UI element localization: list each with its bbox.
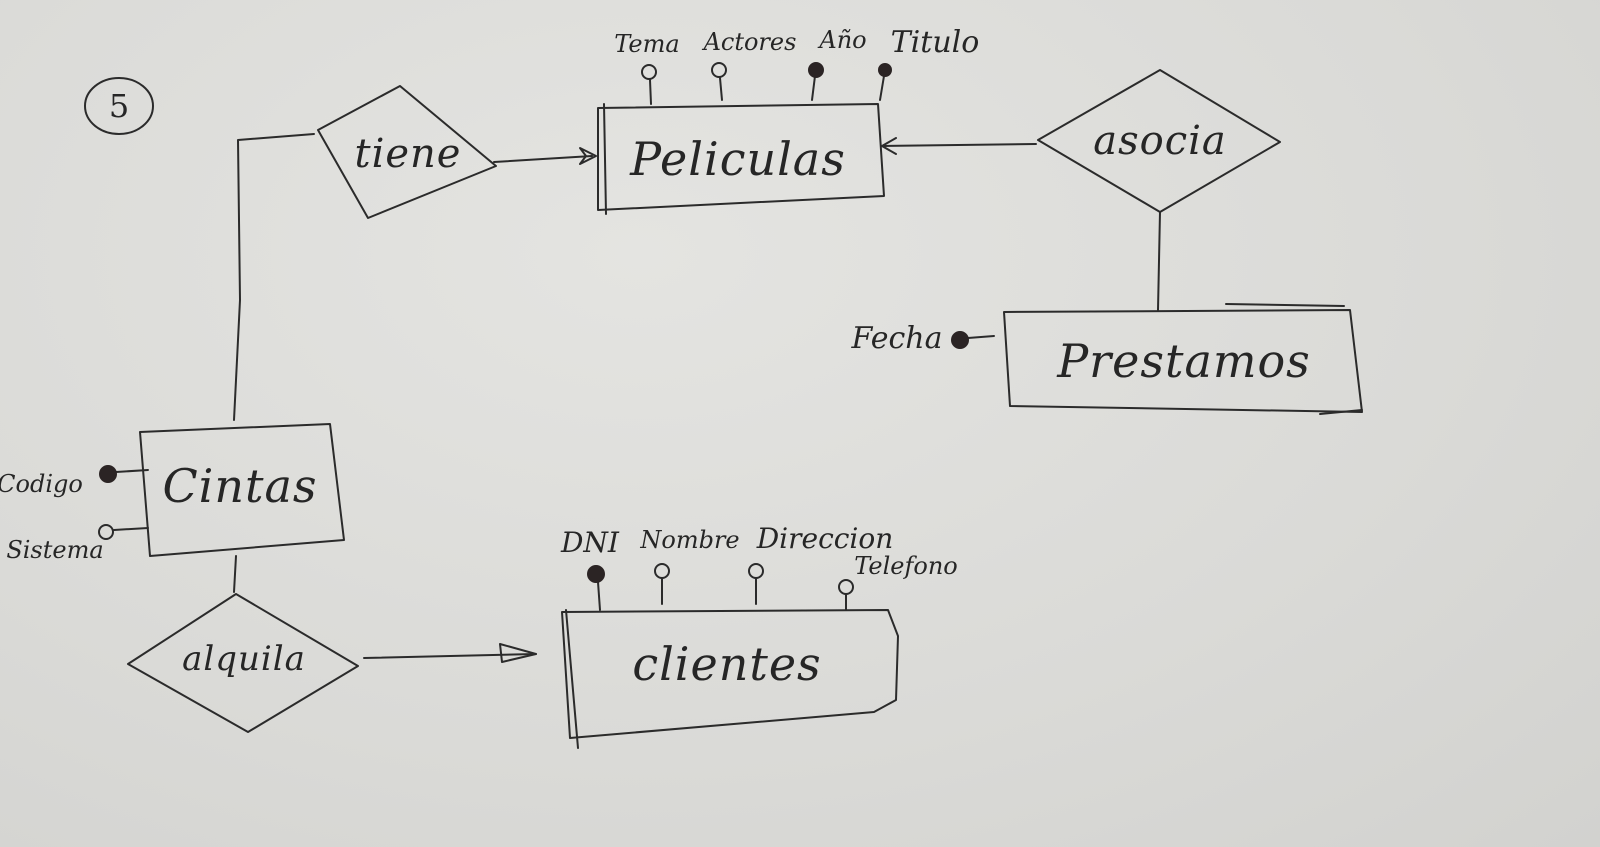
attribute-dni-label: DNI	[560, 526, 620, 559]
entity-peliculas[interactable]: Peliculas	[597, 103, 885, 215]
connector-tiene-peliculas	[493, 155, 593, 163]
connector-alquila-clientes	[363, 653, 537, 659]
attribute-anio-label: Año	[817, 26, 866, 54]
diagram-number: 5	[84, 77, 154, 135]
entity-cintas[interactable]: Cintas	[139, 423, 345, 557]
entity-clientes[interactable]: clientes	[561, 609, 899, 749]
attribute-telefono-label: Telefono	[854, 552, 957, 580]
attribute-actores-label: Actores	[702, 28, 797, 56]
entity-peliculas-label: Peliculas	[629, 132, 846, 186]
attribute-tema: Tema	[614, 30, 680, 105]
relationship-alquila[interactable]: alquila	[127, 593, 359, 733]
attribute-sistema-label: Sistema	[6, 536, 103, 564]
attribute-actores: Actores	[702, 28, 797, 101]
entity-clientes-label: clientes	[632, 637, 821, 691]
attribute-titulo-label: Titulo	[891, 25, 980, 60]
attribute-nombre-label: Nombre	[639, 526, 739, 554]
attribute-direccion-label: Direccion	[756, 522, 894, 555]
relationship-tiene-label: tiene	[355, 131, 462, 177]
attribute-fecha: Fecha	[851, 321, 995, 356]
attribute-sistema: Sistema	[6, 524, 149, 564]
attribute-telefono: Telefono	[838, 552, 958, 611]
connector-tiene-cintas	[233, 133, 315, 421]
connector-cintas-alquila	[233, 555, 237, 593]
connector-asocia-peliculas	[883, 143, 1037, 147]
entity-cintas-label: Cintas	[162, 459, 317, 513]
attribute-fecha-label: Fecha	[851, 321, 943, 356]
attribute-direccion: Direccion	[748, 522, 894, 605]
relationship-asocia[interactable]: asocia	[1037, 69, 1281, 213]
attribute-dni: DNI	[560, 526, 620, 611]
relationship-tiene[interactable]: tiene	[317, 85, 497, 219]
entity-prestamos-label: Prestamos	[1056, 334, 1311, 388]
attribute-codigo-label: Codigo	[0, 470, 83, 498]
diagram-number-text: 5	[109, 87, 129, 125]
attribute-nombre: Nombre	[639, 526, 740, 605]
relationship-alquila-label: alquila	[182, 639, 306, 679]
connector-asocia-prestamos	[1157, 211, 1161, 311]
arrowhead-alquila-clientes	[499, 643, 537, 663]
entity-prestamos[interactable]: Prestamos	[1003, 303, 1363, 415]
attribute-tema-label: Tema	[614, 30, 679, 58]
arrowhead-asocia-peliculas	[881, 137, 897, 155]
attribute-anio: Año	[808, 26, 867, 101]
arrowhead-tiene-peliculas	[579, 147, 597, 165]
relationship-asocia-label: asocia	[1093, 118, 1227, 164]
attribute-titulo: Titulo	[878, 25, 980, 101]
attribute-codigo: Codigo	[0, 465, 149, 498]
